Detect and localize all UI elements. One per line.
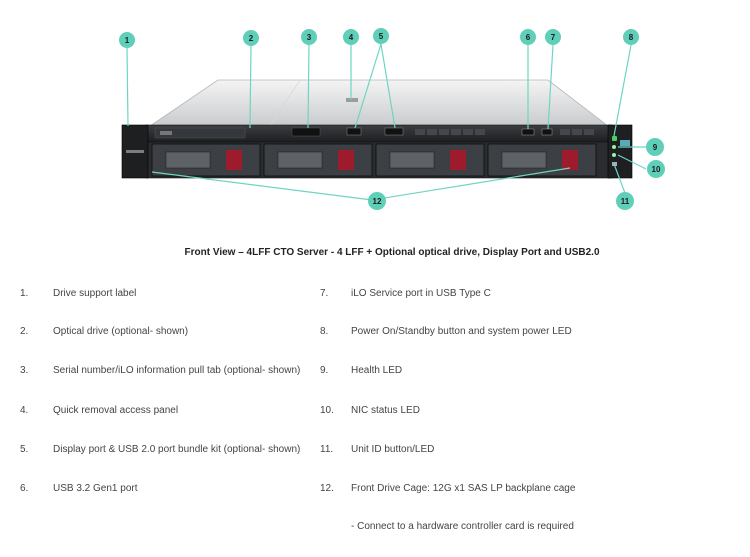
legend-number: 10. (320, 405, 334, 416)
callout-1: 1 (119, 32, 135, 48)
legend-text: iLO Service port in USB Type C (351, 288, 491, 299)
legend-text: Front Drive Cage: 12G x1 SAS LP backplan… (351, 483, 576, 494)
svg-text:5: 5 (379, 32, 384, 41)
callout-6: 6 (520, 29, 536, 45)
display-port[interactable] (346, 127, 362, 136)
drive-latch[interactable] (562, 150, 578, 170)
legend-text: Drive support label (53, 288, 137, 299)
legend-text: Quick removal access panel (53, 405, 179, 416)
drive-bay-4[interactable] (487, 143, 597, 177)
svg-text:10: 10 (652, 165, 661, 174)
usb2-port[interactable] (384, 127, 404, 136)
drive-latch[interactable] (338, 150, 354, 170)
drive-bay-1[interactable] (151, 143, 261, 177)
legend-text: Serial number/iLO information pull tab (… (53, 365, 301, 376)
svg-text:2: 2 (249, 34, 254, 43)
legend-number: 3. (20, 365, 29, 376)
legend-number: 4. (20, 405, 29, 416)
callout-12: 12 (368, 192, 386, 210)
ilo-service-port[interactable] (620, 140, 630, 146)
callout-7: 7 (545, 29, 561, 45)
legend-number: 2. (20, 326, 29, 337)
callout-2: 2 (243, 30, 259, 46)
legend-number: 6. (20, 483, 29, 494)
drive-bay-2[interactable] (263, 143, 373, 177)
legend-number: 11. (320, 444, 334, 455)
legend-number: 1. (20, 288, 29, 299)
svg-text:11: 11 (621, 197, 630, 206)
callout-10: 10 (647, 160, 665, 178)
legend-text: Display port & USB 2.0 port bundle kit (… (53, 444, 301, 455)
svg-text:6: 6 (526, 33, 531, 42)
callout-3: 3 (301, 29, 317, 45)
callout-4: 4 (343, 29, 359, 45)
server-front-view-diagram: 1 2 3 4 5 6 7 8 9 10 11 12 (119, 28, 665, 210)
front-vents (415, 129, 594, 135)
legend-note: - Connect to a hardware controller card … (351, 521, 574, 532)
health-led (612, 145, 616, 149)
serial-pull-tab[interactable] (291, 127, 321, 137)
legend-number: 5. (20, 444, 29, 455)
legend-number: 7. (320, 288, 329, 299)
legend-number: 8. (320, 326, 329, 337)
legend-text: Health LED (351, 365, 403, 376)
callout-8: 8 (623, 29, 639, 45)
svg-text:1: 1 (125, 36, 130, 45)
power-button[interactable] (612, 136, 617, 141)
svg-text:7: 7 (551, 33, 556, 42)
legend-text: Optical drive (optional- shown) (53, 326, 189, 337)
callout-11: 11 (616, 192, 634, 210)
drive-bay-3[interactable] (375, 143, 485, 177)
legend-text: USB 3.2 Gen1 port (53, 483, 138, 494)
legend-text: Unit ID button/LED (351, 444, 435, 455)
legend-number: 12. (320, 483, 334, 494)
svg-text:3: 3 (307, 33, 312, 42)
svg-text:9: 9 (653, 143, 658, 152)
right-rack-ear (607, 124, 633, 179)
callout-5: 5 (373, 28, 389, 44)
legend-text: Power On/Standby button and system power… (351, 326, 572, 337)
drive-latch[interactable] (226, 150, 242, 170)
svg-text:4: 4 (349, 33, 354, 42)
legend-number: 9. (320, 365, 329, 376)
lid-label (346, 98, 358, 102)
optical-drive[interactable] (154, 127, 246, 139)
optical-eject-button[interactable] (160, 131, 172, 135)
svg-text:8: 8 (629, 33, 634, 42)
drive-support-label (126, 150, 144, 153)
chassis-lid (148, 79, 610, 127)
ilo-usb-c-port[interactable] (541, 128, 553, 136)
legend-text: NIC status LED (351, 405, 420, 416)
figure-caption: Front View – 4LFF CTO Server - 4 LFF + O… (184, 247, 600, 258)
drive-cage (151, 143, 597, 177)
drive-latch[interactable] (450, 150, 466, 170)
callout-9: 9 (646, 138, 664, 156)
nic-status-led (612, 153, 616, 157)
usb3-port[interactable] (521, 128, 535, 136)
svg-text:12: 12 (373, 197, 382, 206)
callout-lines (126, 43, 647, 201)
